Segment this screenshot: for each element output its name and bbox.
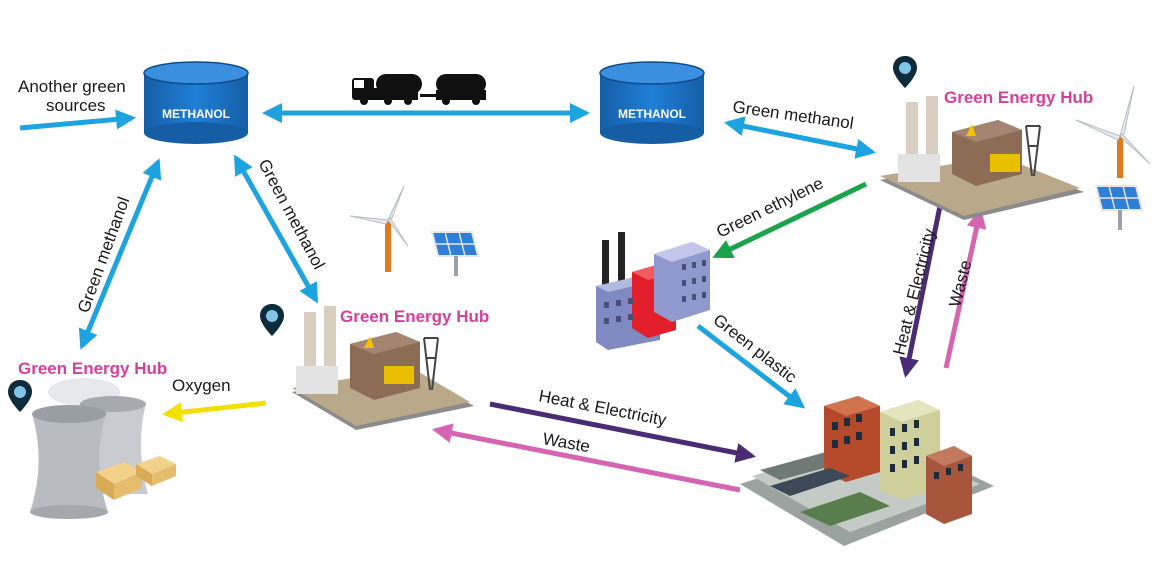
city-icon bbox=[740, 396, 994, 546]
heat-electricity-bottom-label: Heat & Electricity bbox=[537, 386, 668, 429]
solar-panel-icon bbox=[430, 231, 480, 276]
methanol-tank-right: METHANOL bbox=[599, 61, 705, 144]
arrow-green-ethylene bbox=[712, 181, 868, 259]
arrow-heat-electricity-right bbox=[899, 205, 943, 378]
solar-panel-icon bbox=[1094, 185, 1144, 230]
power-plant-icon bbox=[880, 96, 1084, 220]
power-plant-icon bbox=[292, 306, 474, 430]
oxygen-label: Oxygen bbox=[172, 376, 231, 395]
hub-center-title: Green Energy Hub bbox=[340, 307, 489, 326]
cooling-tower-icon bbox=[30, 378, 148, 519]
crate-icon bbox=[96, 456, 176, 500]
arrow-oxygen bbox=[162, 400, 267, 423]
green-plastic-label: Green plastic bbox=[710, 310, 801, 387]
arrow-tank-to-hub-top-right bbox=[724, 116, 876, 159]
wind-turbine-icon bbox=[349, 185, 409, 272]
location-pin-icon bbox=[260, 304, 284, 336]
wind-turbine-icon bbox=[1075, 85, 1151, 178]
location-pin-icon bbox=[8, 380, 32, 412]
arrow-sources-to-tank bbox=[19, 109, 136, 131]
tanker-truck-icon bbox=[352, 74, 486, 105]
location-pin-icon bbox=[893, 56, 917, 88]
waste-right-label: Waste bbox=[945, 258, 975, 309]
arrow-heat-electricity-bottom bbox=[489, 401, 756, 463]
arrow-green-plastic bbox=[696, 324, 806, 409]
arrow-waste-right bbox=[943, 208, 987, 369]
arrows bbox=[19, 103, 987, 493]
hub-left-title: Green Energy Hub bbox=[18, 359, 167, 378]
arrow-waste-bottom bbox=[432, 423, 741, 493]
sources-label-line1: Another green bbox=[18, 77, 126, 96]
hub-top-right-title: Green Energy Hub bbox=[944, 88, 1093, 107]
methanol-tank-left: METHANOL bbox=[143, 61, 249, 144]
arrow-tank-to-hub-left bbox=[78, 158, 162, 350]
factory-icon bbox=[596, 232, 710, 350]
methanol-tank-left-label: METHANOL bbox=[162, 107, 230, 121]
methanol-tank-right-label: METHANOL bbox=[618, 107, 686, 121]
sources-label-line2: sources bbox=[46, 96, 106, 115]
arrow-tank-to-hub-center bbox=[233, 154, 319, 304]
